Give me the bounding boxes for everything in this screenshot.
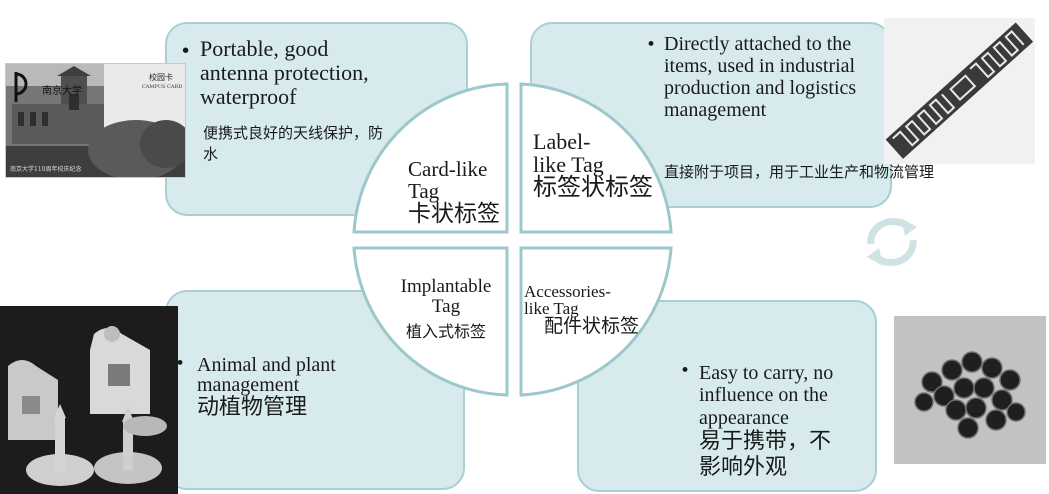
quadrant-card-like	[352, 82, 509, 234]
description-accessories-like: Easy to carry, no influence on the appea…	[699, 362, 874, 429]
quadrant-label-like	[519, 82, 673, 234]
label-implantable-zh: 植入式标签	[405, 323, 486, 341]
label-card-like-zh: 卡状标签	[408, 201, 500, 227]
label-implantable-en: Implantable Tag	[400, 276, 492, 317]
label-accessories-like-zh: 配件状标签	[544, 316, 640, 337]
quadrant-implantable	[352, 246, 509, 397]
photo-accessory-tags	[894, 316, 1046, 464]
description-implantable-en: Animal and plant management	[197, 354, 336, 396]
bullet-card-like: •	[180, 40, 192, 62]
photo-campus-card: 南京大学 校园卡 CAMPUS CARD 南京大学110周年校庆纪念	[5, 63, 186, 178]
refresh-icon	[867, 218, 917, 266]
label-card-like: Card-like Tag 卡状标签	[408, 158, 508, 226]
label-label-like-en: Label-like Tag	[533, 129, 604, 178]
label-accessories-like-en: Accessories-like Tag	[524, 282, 611, 318]
bullet-label-like: •	[646, 35, 657, 55]
description-accessories-like-zh: 易于携带，不影响外观	[699, 428, 832, 480]
campus-card-type-en: CAMPUS CARD	[142, 84, 183, 90]
campus-card-image	[6, 64, 185, 177]
label-label-like: Label-like Tag 标签状标签	[533, 130, 653, 201]
label-card-like-en: Card-like Tag	[408, 157, 488, 204]
description-label-like-zh: 直接附于项目，用于工业生产和物流管理	[664, 165, 935, 181]
description-implantable-zh: 动植物管理	[197, 394, 308, 419]
photo-implantable-tags	[0, 306, 178, 494]
label-implantable: Implantable Tag 植入式标签	[389, 277, 503, 342]
label-tag-image	[884, 18, 1035, 164]
campus-card-footer: 南京大学110周年校庆纪念	[10, 166, 82, 173]
description-card-like: Portable, good antenna protection, water…	[200, 36, 370, 110]
description-accessories-like-en: Easy to carry, no influence on the appea…	[699, 362, 834, 429]
description-card-like-zh: 便携式良好的天线保护，防水	[203, 126, 384, 164]
description-implantable: Animal and plant management 动植物管理	[197, 355, 382, 419]
label-accessories-like: Accessories-like Tag 配件状标签	[524, 283, 639, 337]
photo-label-tag	[884, 18, 1035, 164]
label-label-like-zh: 标签状标签	[533, 175, 653, 202]
campus-card-brand: 南京大学	[42, 86, 82, 97]
bullet-accessories-like: •	[680, 361, 691, 381]
accessory-tags-image	[894, 316, 1046, 464]
description-label-like-en: Directly attached to the items, used in …	[664, 33, 857, 121]
description-label-like: Directly attached to the items, used in …	[664, 33, 884, 121]
description-card-like-en: Portable, good antenna protection, water…	[200, 36, 369, 110]
bullet-implantable: •	[175, 354, 186, 374]
quadrant-accessories-like	[519, 246, 673, 397]
implantable-tags-image	[0, 306, 178, 494]
campus-card-type: 校园卡	[149, 73, 173, 82]
